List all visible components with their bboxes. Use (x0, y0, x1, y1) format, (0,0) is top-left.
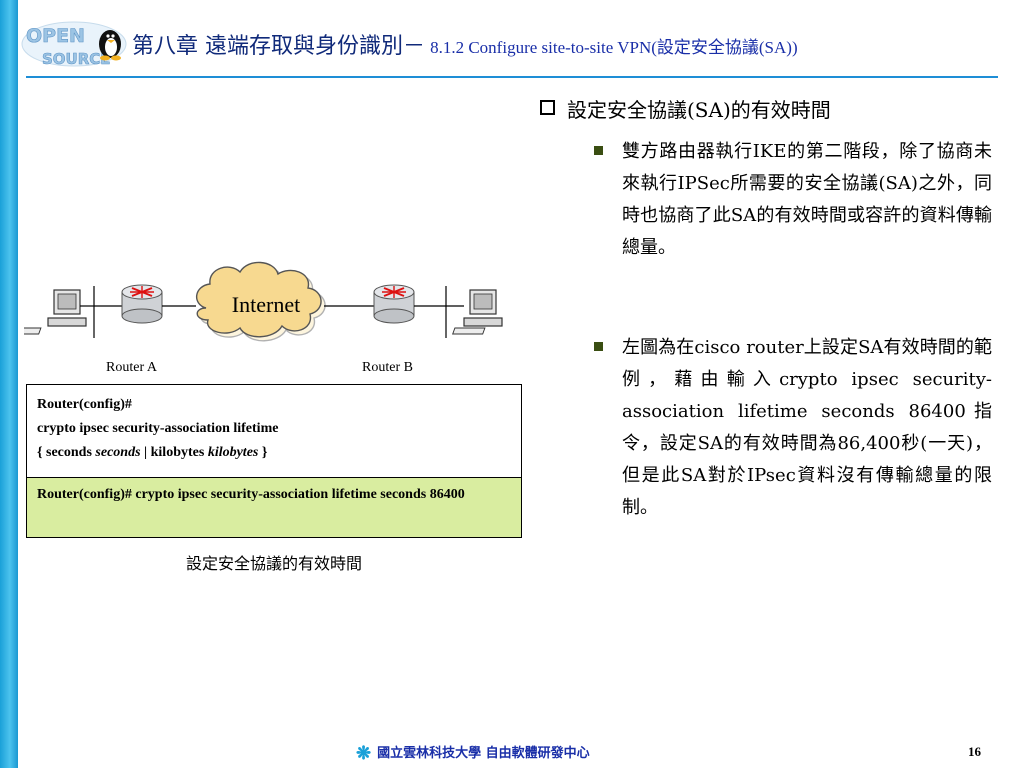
page-number: 16 (968, 744, 981, 759)
hollow-square-bullet-icon (540, 100, 555, 115)
figure-caption: 設定安全協議的有效時間 (185, 554, 362, 573)
footer-school-name: 國立雲林科技大學 自由軟體研發中心 (377, 746, 590, 761)
square-bullet-icon (594, 342, 603, 351)
chapter-title: 第八章 遠端存取與身份識別－ (132, 34, 425, 59)
router-a-icon (121, 284, 163, 324)
router-b-icon (373, 284, 415, 324)
right-computer-icon (452, 289, 503, 335)
footer-school: ❋ 國立雲林科技大學 自由軟體研發中心 (356, 742, 590, 764)
left-accent-bar (0, 0, 18, 768)
open-source-logo: OPEN SOURCE (21, 21, 127, 68)
cloud-label: Internet (232, 292, 300, 317)
command-syntax-box: Router(config)# crypto ipsec security-as… (26, 384, 522, 478)
header-divider (26, 76, 998, 78)
sub-bullet-text: 雙方路由器執行IKE的第二階段，除了協商未來執行IPSec所需要的安全協議(SA… (622, 141, 992, 258)
router-b-label: Router B (362, 360, 413, 375)
syntax-line-options: { seconds seconds | kilobytes kilobytes … (37, 445, 268, 460)
snowflake-icon: ❋ (356, 743, 372, 764)
network-diagram: Internet (24, 261, 503, 342)
sub-bullet-ike-phase2: 雙方路由器執行IKE的第二階段，除了協商未來執行IPSec所需要的安全協議(SA… (594, 136, 992, 264)
penguin-icon (99, 30, 121, 61)
square-bullet-icon (594, 146, 603, 155)
section-title: 8.1.2 Configure site-to-site VPN(設定安全協議(… (430, 38, 798, 57)
logo-text-bottom: SOURCE (42, 50, 111, 68)
internet-cloud-icon (196, 261, 326, 342)
logo-text-top: OPEN (26, 25, 85, 47)
sub-bullet-cisco-example: 左圖為在cisco router上設定SA有效時間的範例，藉由輸入crypto … (594, 332, 992, 524)
router-a-label: Router A (106, 360, 157, 375)
main-bullet-text: 設定安全協議(SA)的有效時間 (567, 98, 831, 122)
command-example-box: Router(config)# crypto ipsec security-as… (26, 478, 522, 538)
left-computer-icon (24, 289, 87, 335)
main-bullet: 設定安全協議(SA)的有效時間 (540, 94, 1000, 123)
slide-title: 第八章 遠端存取與身份識別－ 8.1.2 Configure site-to-s… (132, 28, 798, 60)
sub-bullet-text: 左圖為在cisco router上設定SA有效時間的範例，藉由輸入crypto … (622, 337, 992, 518)
syntax-line-prompt: Router(config)# (37, 397, 132, 412)
syntax-line-command: crypto ipsec security-association lifeti… (37, 421, 279, 436)
